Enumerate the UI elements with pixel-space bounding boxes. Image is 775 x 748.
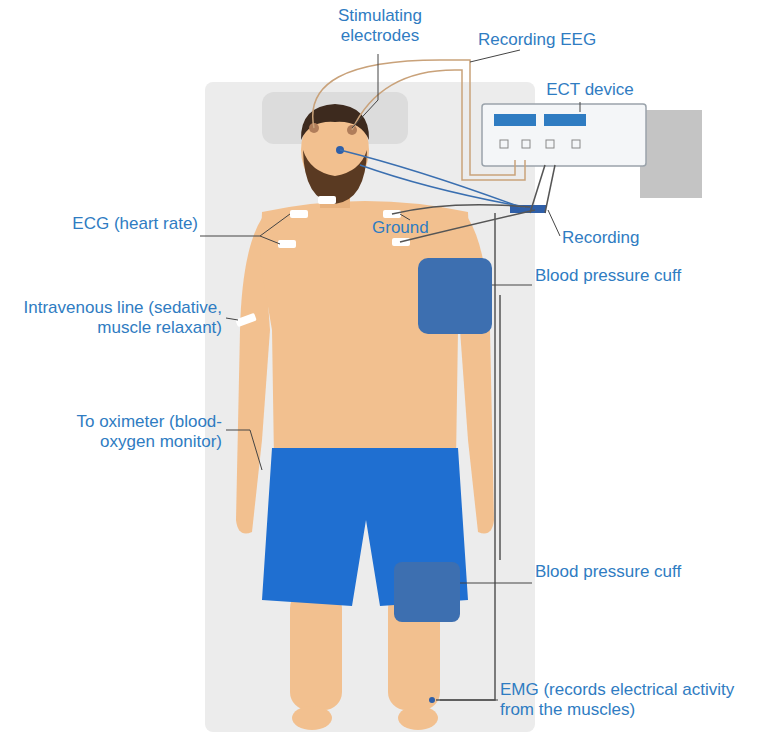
part-label: Blood pressure cuff (535, 266, 705, 286)
foot (398, 706, 438, 730)
beard (303, 150, 367, 204)
part-label: Intravenous line (sedative, muscle relax… (20, 298, 222, 338)
part-label: Stimulating electrodes (300, 6, 460, 46)
part-label: Recording EEG (478, 30, 658, 50)
device-screen (544, 114, 586, 126)
emg-electrode (429, 697, 435, 703)
hair (301, 104, 369, 140)
part-label: ECG (heart rate) (60, 214, 198, 234)
ecg-pad (318, 196, 336, 204)
leg (290, 590, 342, 710)
foot (292, 706, 332, 730)
part-label: To oximeter (blood-oxygen monitor) (50, 412, 222, 452)
part-label: Ground (372, 218, 462, 238)
device-knob (522, 140, 530, 148)
iv-tape (235, 313, 257, 327)
part-label: Recording (562, 228, 682, 248)
device-side (640, 110, 702, 198)
wires (313, 60, 555, 700)
part-label: EMG (records electrical activity from th… (500, 680, 768, 720)
bp-cuff (394, 562, 460, 622)
device-knob (500, 140, 508, 148)
leader-lines (200, 50, 580, 700)
device-knob (572, 140, 580, 148)
ecg-pad (278, 240, 296, 248)
part-label: Blood pressure cuff (535, 562, 705, 582)
device-screen (494, 114, 536, 126)
ect-device (482, 104, 646, 166)
ecg-pad (290, 210, 308, 218)
device-knob (546, 140, 554, 148)
part-label: ECT device (530, 80, 650, 100)
bp-cuff (418, 258, 492, 334)
